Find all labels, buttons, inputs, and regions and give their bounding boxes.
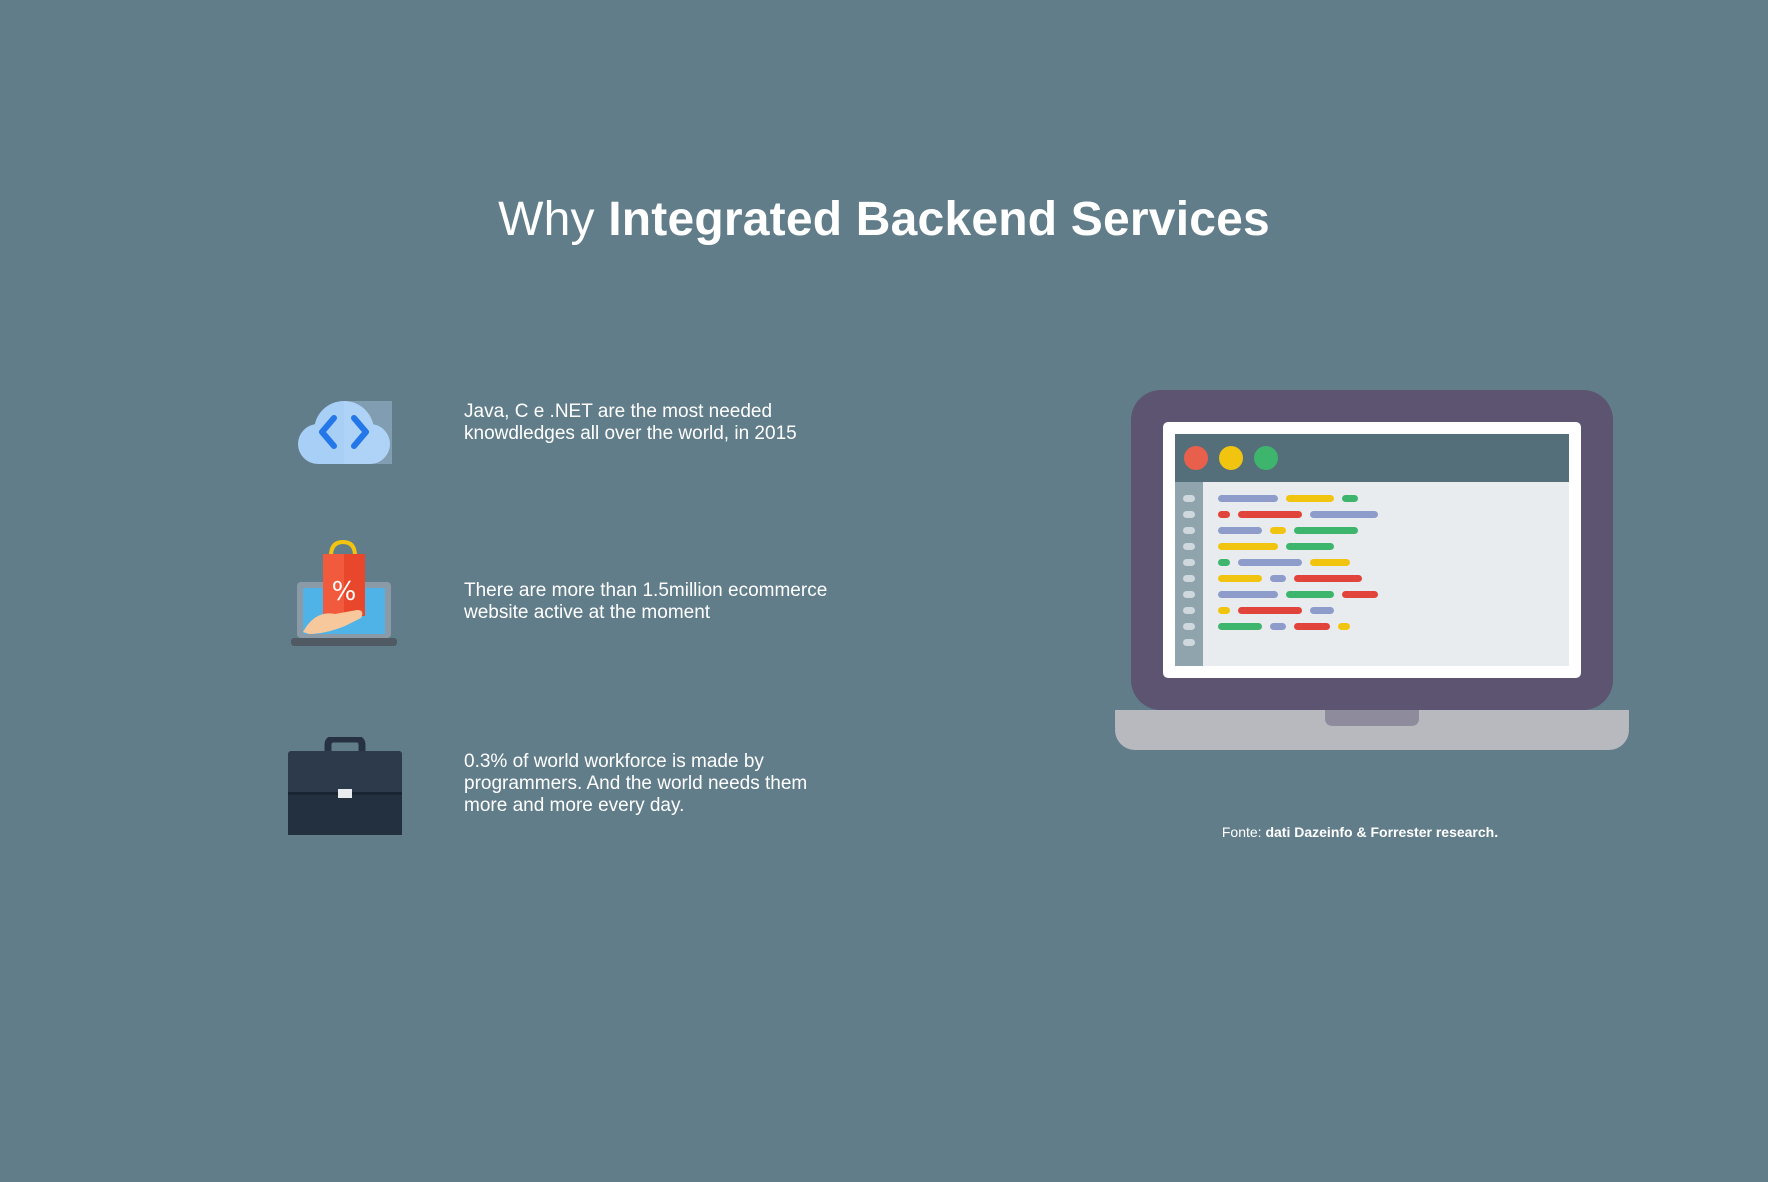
code-line-segment bbox=[1218, 495, 1278, 502]
feature-text-2: There are more than 1.5million ecommerce… bbox=[464, 580, 828, 623]
code-line-segment bbox=[1270, 623, 1286, 630]
code-line-segment bbox=[1218, 559, 1230, 566]
code-line-segment bbox=[1294, 623, 1330, 630]
code-line-segment bbox=[1238, 607, 1302, 614]
ecommerce-shopping-bag-icon: % bbox=[291, 539, 397, 653]
code-line-segment bbox=[1294, 575, 1362, 582]
code-line-segment bbox=[1218, 623, 1262, 630]
code-line-segment bbox=[1286, 495, 1334, 502]
source-note: Fonte: dati Dazeinfo & Forrester researc… bbox=[1080, 824, 1640, 840]
code-line-segment bbox=[1294, 527, 1358, 534]
code-line-segment bbox=[1310, 559, 1350, 566]
code-line-segment bbox=[1238, 559, 1302, 566]
code-line-segment bbox=[1310, 607, 1334, 614]
code-line-segment bbox=[1338, 623, 1350, 630]
code-line-segment bbox=[1286, 591, 1334, 598]
gutter-mark bbox=[1183, 591, 1195, 598]
source-value: dati Dazeinfo & Forrester research. bbox=[1265, 824, 1499, 840]
gutter-mark bbox=[1183, 511, 1195, 518]
laptop-code-editor-icon bbox=[1115, 388, 1629, 755]
cloud-code-icon bbox=[296, 398, 392, 471]
code-line-segment bbox=[1310, 511, 1378, 518]
gutter-mark bbox=[1183, 623, 1195, 630]
title-prefix: Why bbox=[498, 193, 595, 246]
feature-text-1: Java, C e .NET are the most needed knowd… bbox=[464, 401, 797, 444]
briefcase-icon bbox=[288, 735, 402, 840]
code-line-segment bbox=[1270, 527, 1286, 534]
window-dot bbox=[1254, 446, 1278, 470]
gutter-mark bbox=[1183, 639, 1195, 646]
code-line-segment bbox=[1218, 543, 1278, 550]
gutter-mark bbox=[1183, 527, 1195, 534]
code-line-segment bbox=[1342, 495, 1358, 502]
code-line-segment bbox=[1286, 543, 1334, 550]
title-emphasis: Integrated Backend Services bbox=[608, 193, 1270, 246]
window-dot bbox=[1219, 446, 1243, 470]
code-line-segment bbox=[1218, 591, 1278, 598]
code-line-segment bbox=[1270, 575, 1286, 582]
code-line-segment bbox=[1218, 607, 1230, 614]
gutter-mark bbox=[1183, 607, 1195, 614]
gutter-mark bbox=[1183, 495, 1195, 502]
svg-text:%: % bbox=[332, 577, 357, 607]
gutter-mark bbox=[1183, 543, 1195, 550]
code-line-segment bbox=[1218, 527, 1262, 534]
source-label: Fonte: bbox=[1221, 824, 1262, 840]
page-title: Why Integrated Backend Services bbox=[0, 188, 1768, 252]
gutter-mark bbox=[1183, 575, 1195, 582]
feature-text-3: 0.3% of world workforce is made by progr… bbox=[464, 751, 808, 816]
code-line-segment bbox=[1218, 511, 1230, 518]
code-line-segment bbox=[1218, 575, 1262, 582]
code-line-segment bbox=[1238, 511, 1302, 518]
gutter-mark bbox=[1183, 559, 1195, 566]
code-line-segment bbox=[1342, 591, 1378, 598]
window-dot bbox=[1184, 446, 1208, 470]
